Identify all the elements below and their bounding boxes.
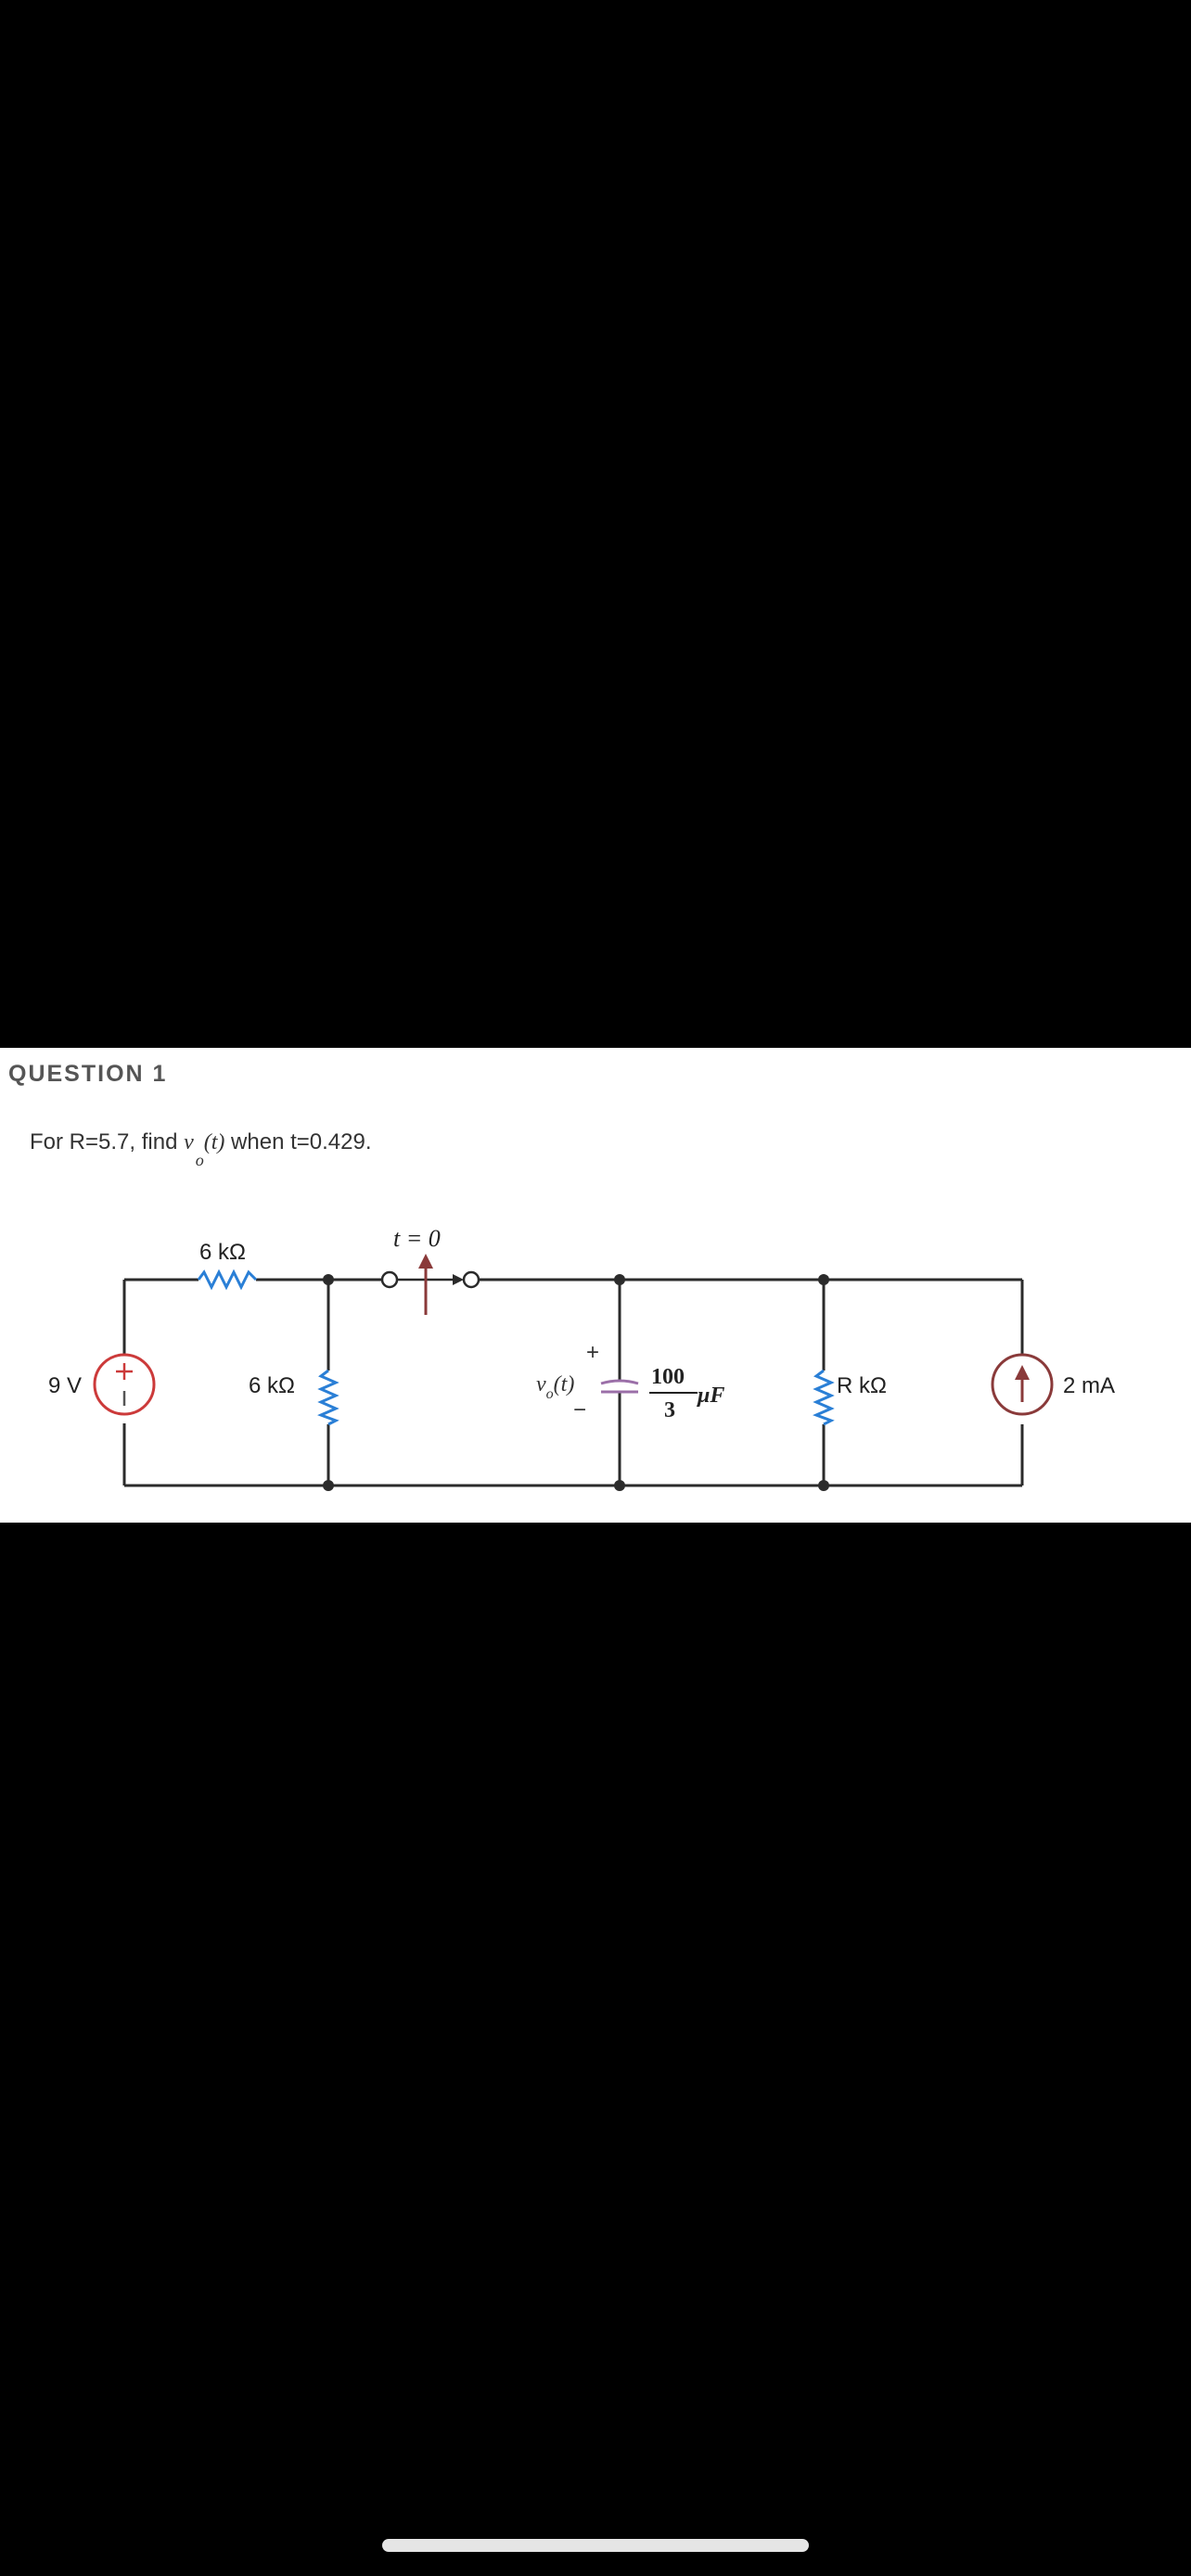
voltage-source [93, 1353, 156, 1416]
variable-resistor [813, 1369, 835, 1426]
shunt-resistor-label: 6 kΩ [249, 1373, 295, 1398]
question-text-before: For R=5.7, find [30, 1129, 185, 1154]
current-source-label: 2 mA [1063, 1373, 1115, 1398]
question-text-after: when t=0.429. [224, 1129, 372, 1154]
vo-minus-label: − [573, 1397, 586, 1422]
shunt-resistor [317, 1369, 339, 1426]
question-panel [0, 1048, 1191, 1523]
circuit-diagram: 6 kΩ t = 0 9 V 6 kΩ + vo(t) − 100 3 μF R… [48, 1225, 1115, 1491]
capacitor-denominator: 3 [664, 1398, 675, 1422]
question-var-arg: (t) [203, 1130, 225, 1154]
question-text: For R=5.7, find vo(t) when t=0.429. [30, 1129, 372, 1169]
variable-resistor-label: R kΩ [837, 1373, 887, 1398]
source-label: 9 V [48, 1373, 82, 1398]
capacitor [600, 1379, 639, 1394]
switch-arrow [418, 1254, 433, 1315]
series-resistor [197, 1269, 258, 1291]
series-resistor-label: 6 kΩ [199, 1240, 246, 1265]
current-source [991, 1353, 1054, 1416]
switch [380, 1270, 480, 1289]
capacitor-unit: μF [696, 1384, 724, 1408]
switch-label: t = 0 [393, 1225, 441, 1252]
question-var-v: v [184, 1130, 194, 1154]
question-var-sub: o [195, 1151, 204, 1169]
vo-label: vo(t) [536, 1372, 574, 1402]
capacitor-numerator: 100 [651, 1365, 685, 1389]
question-header: QUESTION 1 [8, 1061, 168, 1087]
circuit-wires [122, 1278, 1024, 1487]
home-indicator[interactable] [382, 2539, 809, 2552]
vo-plus-label: + [586, 1340, 599, 1365]
circuit-nodes [323, 1274, 829, 1491]
